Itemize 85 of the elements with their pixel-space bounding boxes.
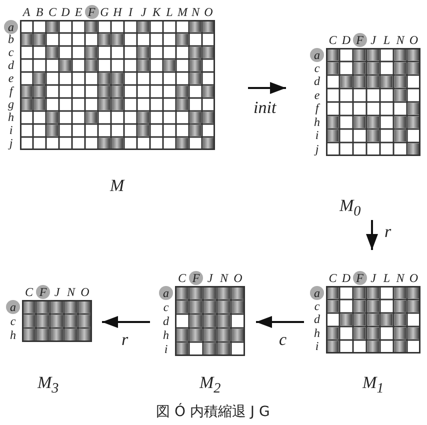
column-label: B	[34, 5, 44, 19]
column-label: N	[190, 5, 201, 19]
row-label: c	[313, 300, 321, 313]
column-label: C	[176, 271, 187, 285]
row-label: e	[313, 88, 321, 102]
column-label: K	[151, 5, 162, 19]
matrix-name: M$_{0}$	[340, 196, 361, 220]
row-label: i	[314, 340, 320, 354]
row-label: f	[8, 85, 15, 98]
column-label: D	[340, 33, 352, 47]
column-label: N	[218, 271, 230, 285]
row-label: h	[162, 328, 170, 342]
row-label: f	[314, 102, 321, 116]
column-label: F	[84, 5, 98, 19]
row-label: c	[162, 300, 170, 314]
row-label: c	[9, 314, 17, 328]
matrix-grid	[326, 48, 420, 156]
column-label: F	[189, 271, 203, 285]
row-label: a	[4, 20, 18, 34]
row-label: e	[7, 72, 15, 85]
column-label: L	[382, 271, 392, 285]
column-label: M	[176, 5, 189, 19]
matrix-name: M$_{1}$	[362, 373, 384, 398]
row-label: a	[310, 286, 324, 300]
row-label: b	[7, 33, 15, 46]
arrow	[256, 316, 304, 328]
column-label: L	[165, 5, 174, 19]
row-label: a	[6, 300, 20, 314]
column-label: F	[36, 285, 50, 299]
row-label: g	[7, 98, 15, 111]
arrow	[248, 82, 286, 94]
column-label: N	[395, 271, 406, 285]
matrix-grid	[175, 286, 245, 356]
column-label: O	[408, 33, 420, 47]
row-label: h	[9, 328, 17, 342]
matrix-name: M$_{3}$	[38, 373, 59, 398]
column-label: G	[99, 5, 110, 19]
column-label: N	[395, 33, 406, 47]
matrix-grid	[20, 20, 215, 150]
row-label: h	[7, 111, 15, 124]
column-label: C	[328, 271, 338, 285]
column-label: D	[340, 271, 352, 285]
row-label: c	[7, 46, 15, 59]
column-label: J	[370, 271, 378, 285]
column-label: O	[80, 285, 90, 299]
column-label: C	[47, 5, 58, 19]
column-label: I	[128, 5, 134, 19]
matrix-name: M	[110, 176, 124, 196]
row-label: i	[314, 129, 320, 142]
column-label: L	[382, 33, 392, 47]
column-label: J	[140, 5, 148, 19]
row-label: h	[313, 116, 321, 129]
arrow	[366, 220, 378, 250]
column-label: J	[206, 271, 214, 285]
row-label: d	[162, 314, 170, 328]
row-label: d	[7, 59, 15, 72]
row-label: d	[313, 313, 321, 326]
row-label: i	[163, 342, 169, 356]
arrow	[102, 316, 150, 328]
row-label: c	[313, 62, 321, 75]
row-label: d	[313, 75, 321, 88]
column-label: O	[203, 5, 214, 19]
row-label: i	[8, 124, 14, 137]
row-label: j	[313, 142, 320, 156]
column-label: D	[60, 5, 71, 19]
row-label: j	[7, 137, 14, 150]
matrix-grid	[22, 300, 92, 342]
column-label: C	[24, 285, 34, 299]
matrix-name: M$_{2}$	[200, 373, 221, 398]
matrix-grid	[326, 286, 420, 354]
caption: 図 Ó 内積縮退 J G	[156, 403, 270, 421]
column-label: F	[352, 271, 367, 285]
row-label: a	[159, 286, 173, 300]
column-label: A	[21, 5, 32, 19]
column-label: H	[112, 5, 124, 19]
column-label: C	[328, 33, 338, 47]
column-label: E	[74, 5, 84, 19]
column-label: F	[352, 33, 367, 47]
column-label: O	[232, 271, 244, 285]
row-label: h	[313, 326, 321, 340]
column-label: N	[66, 285, 76, 299]
column-label: J	[370, 33, 378, 47]
column-label: J	[53, 285, 62, 299]
column-label: O	[408, 271, 420, 285]
row-label: a	[310, 48, 324, 62]
